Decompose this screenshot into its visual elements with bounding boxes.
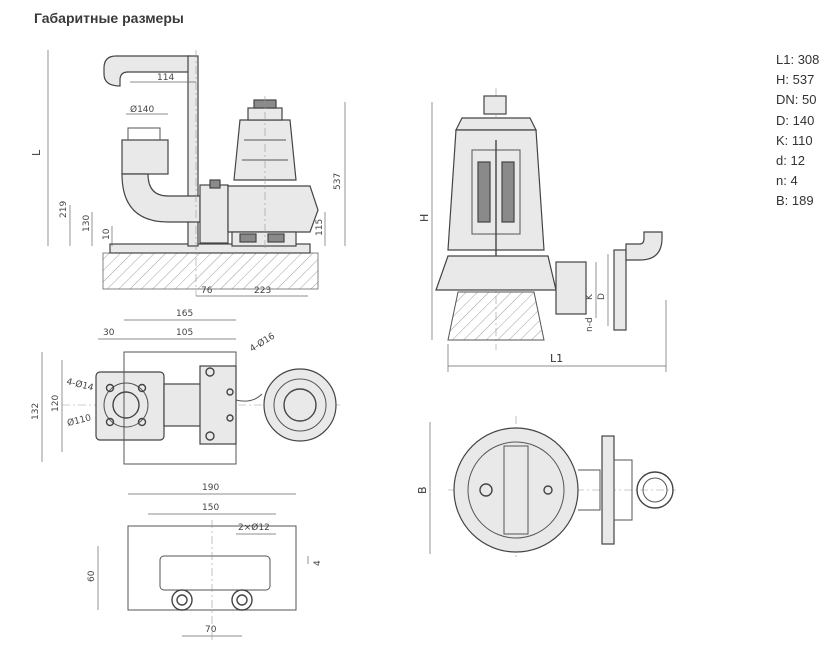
- volute-section: [435, 255, 557, 291]
- spec-row-n: n: 4: [776, 173, 798, 189]
- section-view: [431, 88, 667, 372]
- label-60: 60: [87, 570, 97, 582]
- base-view: [97, 493, 309, 640]
- spec-list: L1: 308 H: 537 DN: 50 D: 140 K: 110 d: 1…: [776, 50, 819, 212]
- label-d110: Ø110: [66, 412, 92, 429]
- label-d140: Ø140: [130, 104, 155, 115]
- plan-coupling-flange: [601, 435, 615, 545]
- label-4d14: 4-Ø14: [65, 376, 95, 393]
- stator-right: [501, 161, 515, 223]
- label-150: 150: [202, 503, 219, 513]
- label-4: 4: [313, 560, 323, 566]
- spec-row-l1: L1: 308: [776, 52, 820, 67]
- label-76: 76: [201, 286, 213, 296]
- spec-row-small-d: d: 12: [776, 153, 805, 169]
- spec-row-k: K: 110: [776, 132, 813, 148]
- stator-left: [477, 161, 491, 223]
- coupling-plate: [199, 365, 237, 445]
- coupling-flange: [613, 249, 627, 331]
- label-10: 10: [102, 228, 112, 240]
- label-side-L: L: [30, 149, 43, 156]
- label-4d16: 4-Ø16: [248, 330, 277, 354]
- label-165: 165: [176, 309, 193, 319]
- rail-hook: [103, 55, 191, 87]
- spec-row-b: B: 189: [776, 193, 814, 209]
- label-70: 70: [205, 625, 217, 635]
- spec-row-d: D: 140: [776, 112, 815, 128]
- label-B: B: [416, 486, 429, 494]
- discharge-riser: [121, 139, 169, 175]
- side-view: [47, 50, 346, 297]
- label-30: 30: [103, 328, 115, 338]
- label-K: K: [585, 293, 595, 300]
- cable-entry: [483, 95, 507, 115]
- label-105: 105: [176, 328, 193, 338]
- discharge-branch: [555, 261, 587, 315]
- left-flange: [95, 371, 165, 441]
- page-title: Габаритные размеры: [34, 10, 184, 26]
- plan-view: [429, 416, 676, 560]
- top-view: [41, 319, 340, 465]
- spec-row-h: H: 537: [776, 72, 815, 88]
- label-L1: L1: [550, 352, 563, 365]
- label-120: 120: [51, 395, 61, 412]
- guide-elbow: [625, 231, 663, 261]
- label-2x12: 2×Ø12: [238, 522, 270, 533]
- label-223: 223: [254, 286, 271, 296]
- label-H: H: [418, 214, 431, 222]
- label-114: 114: [157, 73, 174, 83]
- spec-row-dn: DN: 50: [776, 92, 817, 108]
- coupling-block: [199, 184, 229, 244]
- label-130: 130: [82, 215, 92, 232]
- motor-top-cover: [455, 117, 537, 131]
- pump-plan-outline: [453, 427, 579, 553]
- label-D: D: [597, 293, 607, 300]
- label-nd: n-d: [585, 317, 595, 332]
- label-190: 190: [202, 483, 219, 493]
- label-115: 115: [315, 219, 325, 236]
- label-132: 132: [31, 403, 41, 420]
- pump-outline: [263, 368, 337, 442]
- base-plate: [109, 243, 311, 254]
- label-537: 537: [333, 173, 343, 190]
- plan-riser: [636, 471, 674, 509]
- ground-hatch: [102, 252, 319, 290]
- guide-pipe: [187, 55, 199, 247]
- pump-volute: [227, 185, 319, 233]
- pump-base-section: [447, 291, 545, 341]
- label-219: 219: [59, 201, 69, 218]
